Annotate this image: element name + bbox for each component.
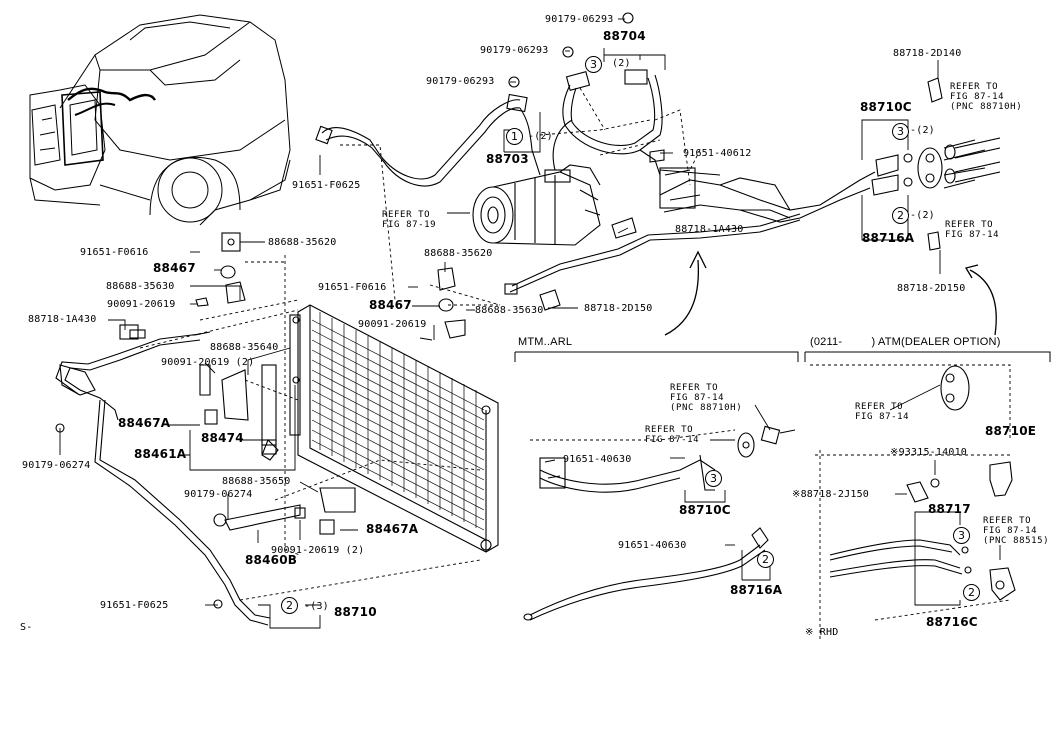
- mtm-parts: [523, 425, 796, 621]
- label-88716a-top[interactable]: 88716A: [862, 231, 915, 245]
- leader-lines: [59, 18, 1001, 629]
- liquid-line: [504, 213, 801, 295]
- label-88710c-mtm[interactable]: 88710C: [679, 503, 731, 517]
- label-88474[interactable]: 88474: [201, 431, 244, 445]
- label-88467-left[interactable]: 88467: [153, 261, 196, 275]
- label-90179-06274-mid[interactable]: 90179-06274: [184, 489, 253, 500]
- label-91651-f0616-mid[interactable]: 91651-F0616: [318, 282, 387, 293]
- label-88710[interactable]: 88710: [334, 605, 377, 619]
- label-refer-fig-87-14-mtm[interactable]: REFER TO FIG 87-14: [645, 425, 700, 445]
- label-refer-fig-87-14-pnc-88710h-mtm[interactable]: REFER TO FIG 87-14 (PNC 88710H): [670, 383, 743, 413]
- compressor: [472, 164, 601, 246]
- arrows: [664, 250, 997, 336]
- callout-2-right[interactable]: 2: [892, 207, 909, 224]
- label-88688-35640[interactable]: 88688-35640: [210, 342, 279, 353]
- section-frames: [514, 351, 1051, 362]
- label-90179-06274-left[interactable]: 90179-06274: [22, 460, 91, 471]
- label-qty-2-c2: -(2): [910, 210, 935, 221]
- label-88688-35620-mid[interactable]: 88688-35620: [424, 248, 493, 259]
- label-91651-40630-top[interactable]: 91651-40630: [563, 454, 632, 465]
- label-qty-2-c1: -(2): [528, 131, 553, 142]
- label-88460b[interactable]: 88460B: [245, 553, 298, 567]
- label-88703[interactable]: 88703: [486, 152, 529, 166]
- label-qty-2-top: (2): [612, 58, 631, 69]
- discharge-hose: [315, 93, 541, 187]
- hardware: [55, 12, 943, 609]
- label-90091-20619-2-lower[interactable]: 90091-20619 (2): [271, 545, 365, 556]
- label-refer-fig-87-14-atm[interactable]: REFER TO FIG 87-14: [855, 402, 910, 422]
- callout-1[interactable]: 1: [506, 128, 523, 145]
- callout-2-atm[interactable]: 2: [963, 584, 980, 601]
- label-88710e[interactable]: 88710E: [985, 424, 1037, 438]
- label-88710c-top[interactable]: 88710C: [860, 100, 912, 114]
- label-90179-06293-mid[interactable]: 90179-06293: [480, 45, 549, 56]
- label-qty-2-c3: -(2): [910, 125, 935, 136]
- label-88688-35620-left[interactable]: 88688-35620: [268, 237, 337, 248]
- label-88718-2j150[interactable]: ※88718-2J150: [792, 489, 870, 500]
- label-88716a-mtm[interactable]: 88716A: [730, 583, 783, 597]
- label-91651-f0616-left[interactable]: 91651-F0616: [80, 247, 149, 258]
- suction-hose: [552, 69, 663, 171]
- label-91651-40630-bottom[interactable]: 91651-40630: [618, 540, 687, 551]
- label-90091-20619-2[interactable]: 90091-20619 (2): [161, 357, 255, 368]
- label-93315-14010[interactable]: ※93315-14010: [890, 447, 968, 458]
- condenser: [289, 304, 499, 553]
- label-refer-fig-87-19[interactable]: REFER TO FIG 87-19: [382, 210, 437, 230]
- vehicle-sketch: [29, 14, 291, 226]
- label-88718-2d140[interactable]: 88718-2D140: [893, 48, 962, 59]
- callout-3-mtm[interactable]: 3: [705, 470, 722, 487]
- section-title-atm: (0211- ) ATM(DEALER OPTION): [810, 336, 1001, 348]
- guide-lines: [139, 87, 1011, 640]
- label-s-code: S-: [20, 622, 33, 633]
- label-88717[interactable]: 88717: [928, 502, 971, 516]
- atm-parts: [829, 365, 1016, 601]
- left-tube: [55, 324, 271, 626]
- label-88718-1a430-right[interactable]: 88718-1A430: [675, 224, 744, 235]
- label-rhd-note: ※ RHD: [805, 627, 839, 638]
- callout-3-top[interactable]: 3: [585, 56, 602, 73]
- label-88467-mid[interactable]: 88467: [369, 298, 412, 312]
- label-88718-1a430-left[interactable]: 88718-1A430: [28, 314, 97, 325]
- label-88467a-left[interactable]: 88467A: [118, 416, 171, 430]
- label-88461a[interactable]: 88461A: [134, 447, 187, 461]
- label-88704[interactable]: 88704: [603, 29, 646, 43]
- callout-2-mtm[interactable]: 2: [757, 551, 774, 568]
- label-90179-06293-top[interactable]: 90179-06293: [545, 14, 614, 25]
- label-88718-2d150-mid[interactable]: 88718-2D150: [584, 303, 653, 314]
- label-88688-35630-left[interactable]: 88688-35630: [106, 281, 175, 292]
- label-88718-2d150-right[interactable]: 88718-2D150: [897, 283, 966, 294]
- label-90091-20619-mid[interactable]: 90091-20619: [358, 319, 427, 330]
- label-91651-40612[interactable]: 91651-40612: [683, 148, 752, 159]
- label-91651-f0625-top[interactable]: 91651-F0625: [292, 180, 361, 191]
- label-88716c[interactable]: 88716C: [926, 615, 978, 629]
- callout-2-bottom[interactable]: 2: [281, 597, 298, 614]
- right-pipes: [639, 137, 1001, 223]
- label-90179-06293-left[interactable]: 90179-06293: [426, 76, 495, 87]
- label-refer-fig-87-14-right[interactable]: REFER TO FIG 87-14: [945, 220, 1000, 240]
- callout-3-right[interactable]: 3: [892, 123, 909, 140]
- section-title-mtm: MTM..ARL: [518, 336, 573, 348]
- label-91651-f0625-bottom[interactable]: 91651-F0625: [100, 600, 169, 611]
- label-qty-3: -(3): [304, 601, 329, 612]
- label-90091-20619-left[interactable]: 90091-20619: [107, 299, 176, 310]
- label-88467a-mid[interactable]: 88467A: [366, 522, 419, 536]
- callout-3-atm[interactable]: 3: [953, 527, 970, 544]
- label-88688-35650[interactable]: 88688-35650: [222, 476, 291, 487]
- label-88688-35630-mid[interactable]: 88688-35630: [475, 305, 544, 316]
- label-refer-fig-87-14-pnc-88515[interactable]: REFER TO FIG 87-14 (PNC 88515): [983, 516, 1050, 546]
- label-refer-fig-87-14-pnc-88710h-top[interactable]: REFER TO FIG 87-14 (PNC 88710H): [950, 82, 1023, 112]
